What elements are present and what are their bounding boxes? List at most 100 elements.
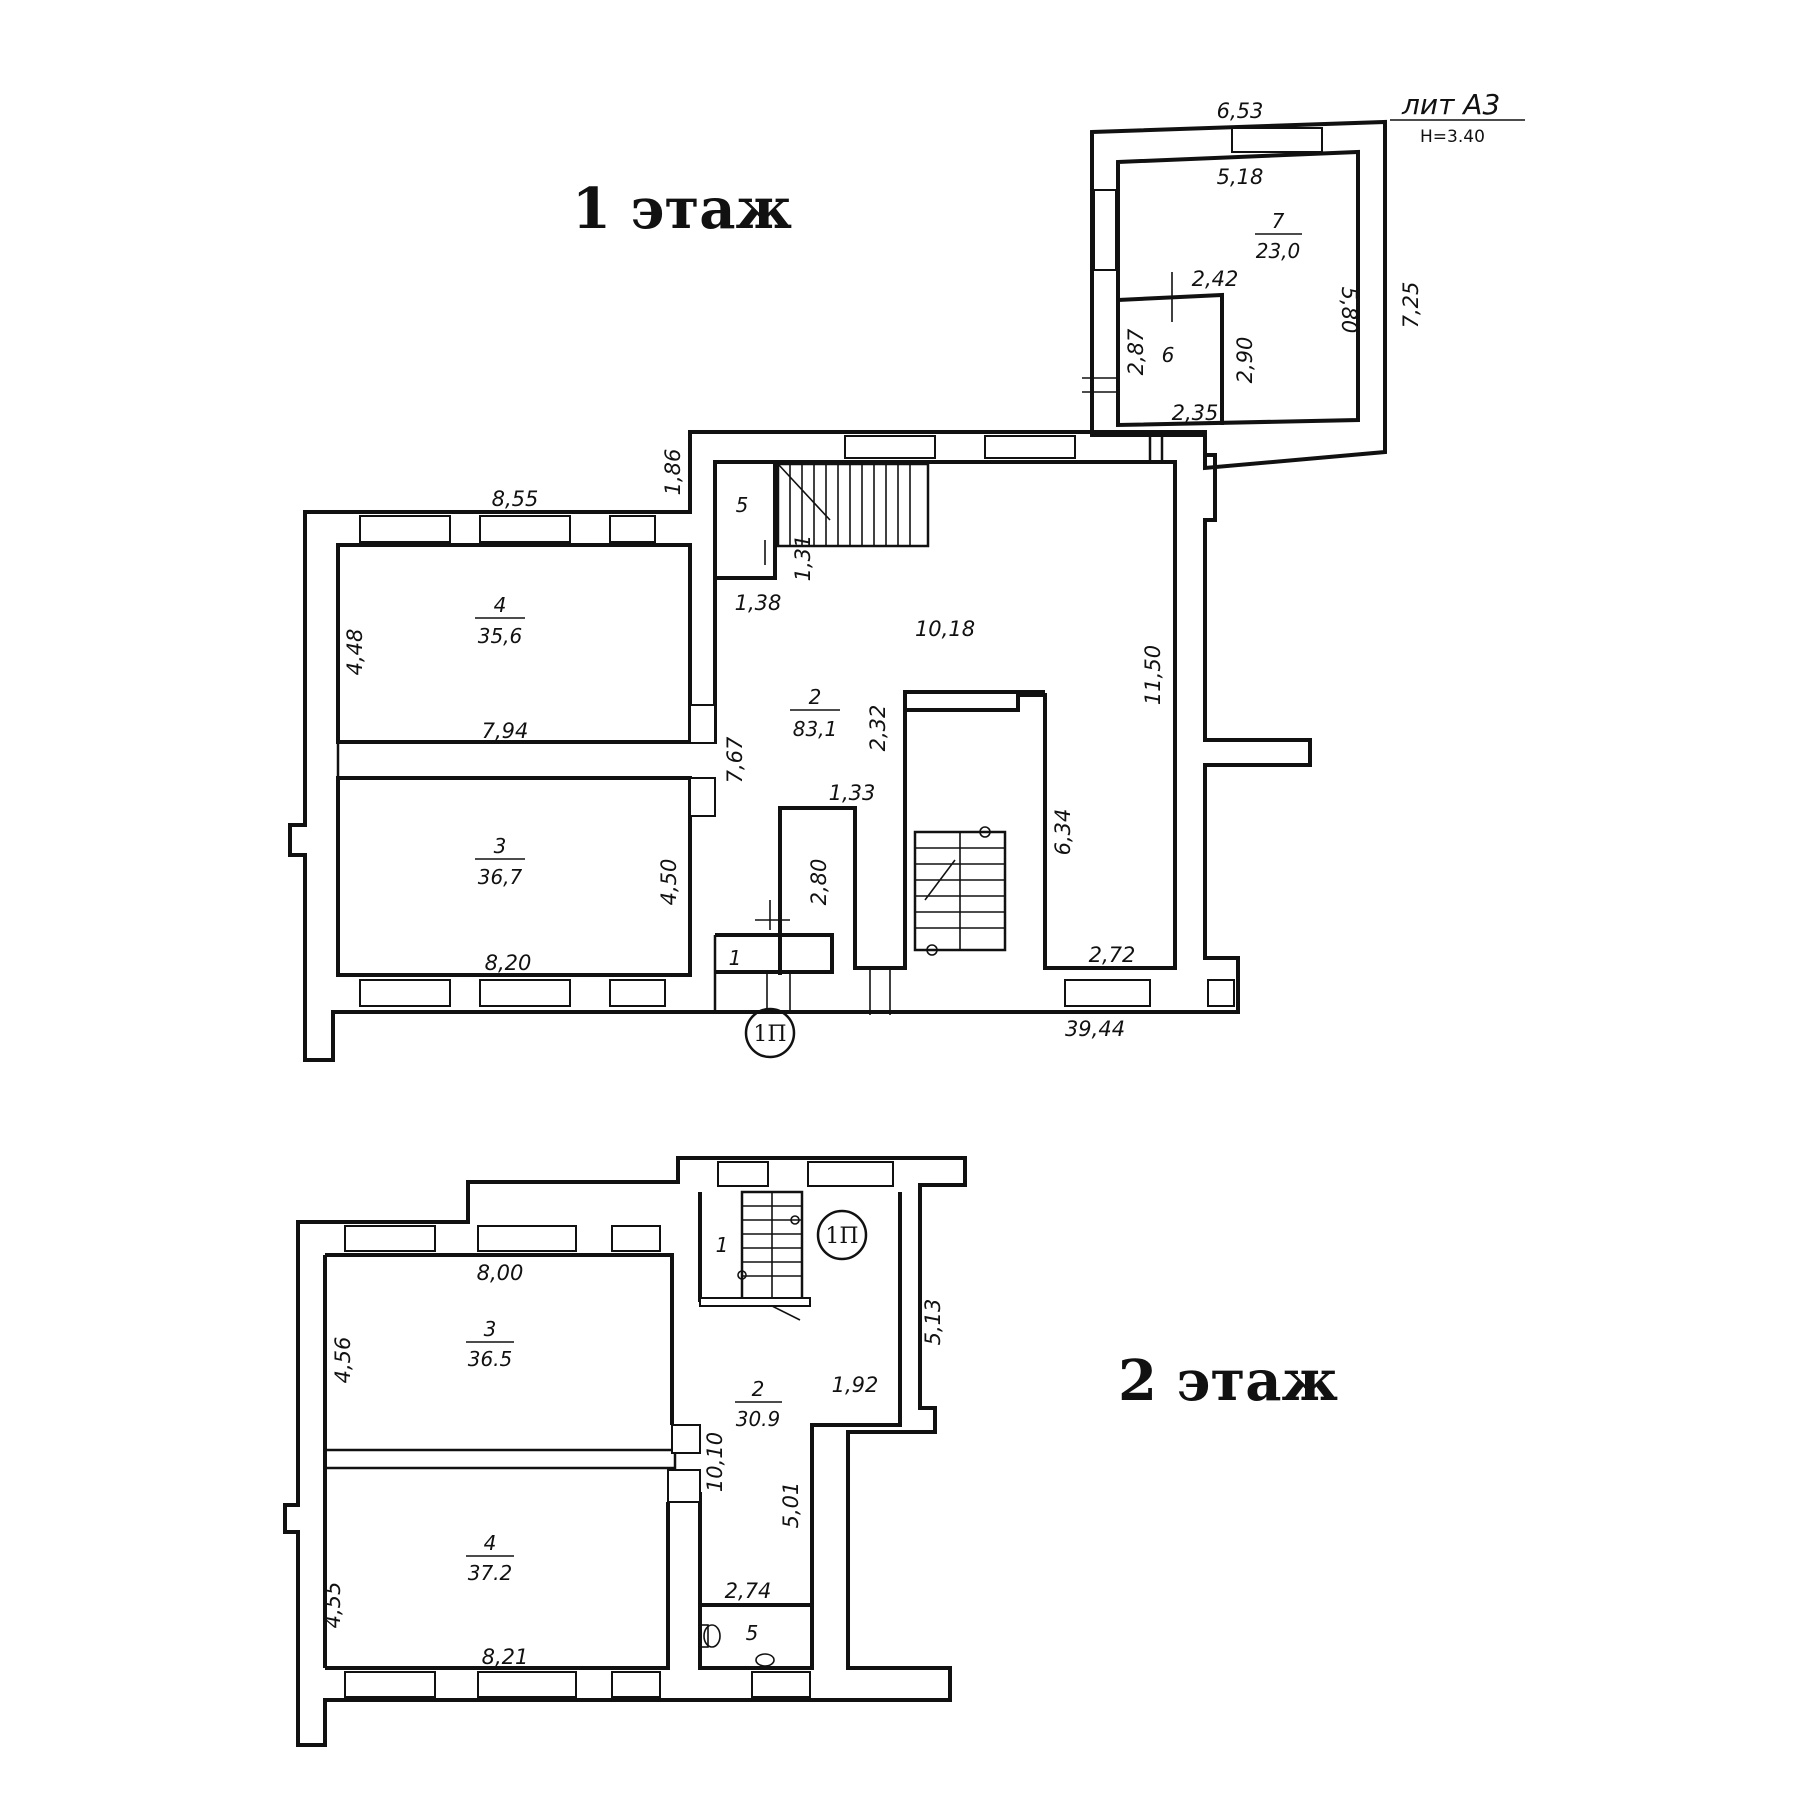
room-6-wall (1117, 292, 1224, 425)
svg-text:5,80: 5,80 (1337, 287, 1361, 334)
svg-text:4,48: 4,48 (343, 629, 367, 676)
annex-outer-wall (1090, 119, 1387, 471)
sink-icon (755, 1653, 775, 1667)
window (1231, 127, 1323, 153)
svg-text:2,80: 2,80 (807, 859, 831, 906)
svg-text:4,55: 4,55 (321, 1582, 345, 1629)
svg-text:1,38: 1,38 (735, 591, 782, 615)
window (1207, 979, 1235, 1007)
svg-text:37.2: 37.2 (468, 1561, 513, 1585)
floor-1-plan: 1 этаж лит А3 Н=3.40 (288, 88, 1525, 1062)
svg-text:2,90: 2,90 (1233, 337, 1257, 384)
door-gap (671, 1424, 701, 1454)
stair-mark-1p-floor-1: 1П (744, 1007, 796, 1059)
svg-text:39,44: 39,44 (1065, 1017, 1125, 1041)
room-5-2-label: 5 (746, 1621, 759, 1645)
svg-text:5,18: 5,18 (1217, 165, 1264, 189)
room-5-label: 5 (736, 493, 749, 517)
svg-text:2,42: 2,42 (1192, 267, 1239, 291)
window (717, 1161, 769, 1187)
lit-label: лит А3 (1401, 88, 1500, 121)
room-3-2-label: 3 36.5 (466, 1317, 514, 1371)
svg-text:2,35: 2,35 (1172, 401, 1219, 425)
window (344, 1225, 436, 1252)
floor-2-title: 2 этаж (1118, 1348, 1338, 1414)
window (844, 435, 936, 459)
room-3-2-wall (325, 1253, 674, 1425)
stair-upper (776, 462, 930, 548)
floor-1-outer-wall (288, 430, 1312, 1062)
window (807, 1161, 894, 1187)
svg-text:2,87: 2,87 (1124, 328, 1148, 375)
svg-text:30.9: 30.9 (736, 1407, 781, 1431)
svg-text:4: 4 (494, 593, 507, 617)
room-4-2-label: 4 37.2 (466, 1531, 514, 1585)
svg-text:2: 2 (809, 685, 822, 709)
annex-inner-wall (1116, 149, 1360, 428)
window (1093, 189, 1117, 271)
svg-text:1,33: 1,33 (829, 781, 876, 805)
svg-text:11,50: 11,50 (1141, 645, 1165, 705)
room-1-2-label: 1 (716, 1233, 729, 1257)
svg-text:36.5: 36.5 (468, 1347, 513, 1371)
svg-text:23,0: 23,0 (1256, 239, 1301, 263)
svg-text:83,1: 83,1 (793, 717, 838, 741)
room-2-label: 2 83,1 (790, 685, 840, 741)
svg-text:1П: 1П (825, 1224, 858, 1249)
svg-text:10,10: 10,10 (703, 1432, 727, 1492)
stair-rail (699, 1297, 811, 1307)
window (609, 979, 666, 1007)
divider-wall (323, 1448, 677, 1470)
svg-text:4,50: 4,50 (657, 859, 681, 906)
room-6-label: 6 (1162, 343, 1175, 367)
window (611, 1225, 661, 1252)
window (611, 1671, 661, 1698)
svg-text:8,21: 8,21 (482, 1645, 529, 1669)
window (359, 515, 451, 543)
door-gap (667, 1469, 701, 1503)
room-4-wall (336, 543, 692, 744)
svg-text:5,13: 5,13 (921, 1299, 945, 1346)
svg-text:6,53: 6,53 (1217, 99, 1264, 123)
room-5-wall (715, 462, 777, 580)
svg-text:4,56: 4,56 (331, 1337, 355, 1384)
dimensions-floor-1: 6,53 5,18 2,42 5,80 7,25 2,87 2,90 2,35 … (343, 99, 1423, 1041)
svg-text:6,34: 6,34 (1051, 809, 1075, 856)
floor-2-outer-wall (283, 1156, 967, 1747)
lit-height: Н=3.40 (1420, 127, 1485, 147)
annex-lit-a3: лит А3 Н=3.40 (1082, 88, 1525, 471)
door-gap (689, 777, 716, 817)
dimensions-floor-2: 8,00 4,56 5,13 1,92 10,10 5,01 2,74 4,55… (321, 1261, 945, 1669)
svg-text:2: 2 (752, 1377, 765, 1401)
room-4-2-wall (325, 1502, 670, 1670)
room-7-label: 7 23,0 (1255, 209, 1302, 263)
svg-text:2,74: 2,74 (725, 1579, 772, 1603)
window (609, 515, 656, 543)
svg-text:10,18: 10,18 (915, 617, 975, 641)
floor-2-plan: 2 этаж (283, 1156, 1338, 1747)
svg-text:1,86: 1,86 (661, 449, 685, 496)
window (479, 979, 571, 1007)
svg-text:3: 3 (484, 1317, 497, 1341)
svg-text:5,01: 5,01 (779, 1482, 803, 1529)
svg-text:3: 3 (494, 834, 507, 858)
room-3-label: 3 36,7 (475, 834, 525, 889)
svg-text:1,31: 1,31 (791, 535, 815, 582)
svg-text:8,20: 8,20 (485, 951, 532, 975)
svg-text:35,6: 35,6 (478, 624, 523, 648)
svg-text:7,67: 7,67 (723, 736, 747, 783)
window (984, 435, 1076, 459)
svg-text:1П: 1П (753, 1022, 786, 1047)
window (344, 1671, 436, 1698)
svg-text:8,55: 8,55 (492, 487, 539, 511)
room-3-wall (336, 776, 692, 977)
window (477, 1225, 577, 1252)
stairwell-wall (778, 692, 907, 975)
svg-text:7: 7 (1272, 209, 1285, 233)
toilet-icon (699, 1624, 721, 1648)
floor-1-title: 1 этаж (572, 176, 792, 242)
svg-text:1,92: 1,92 (832, 1373, 879, 1397)
window (477, 1671, 577, 1698)
stair-mark-1p-floor-2: 1П (816, 1209, 868, 1261)
